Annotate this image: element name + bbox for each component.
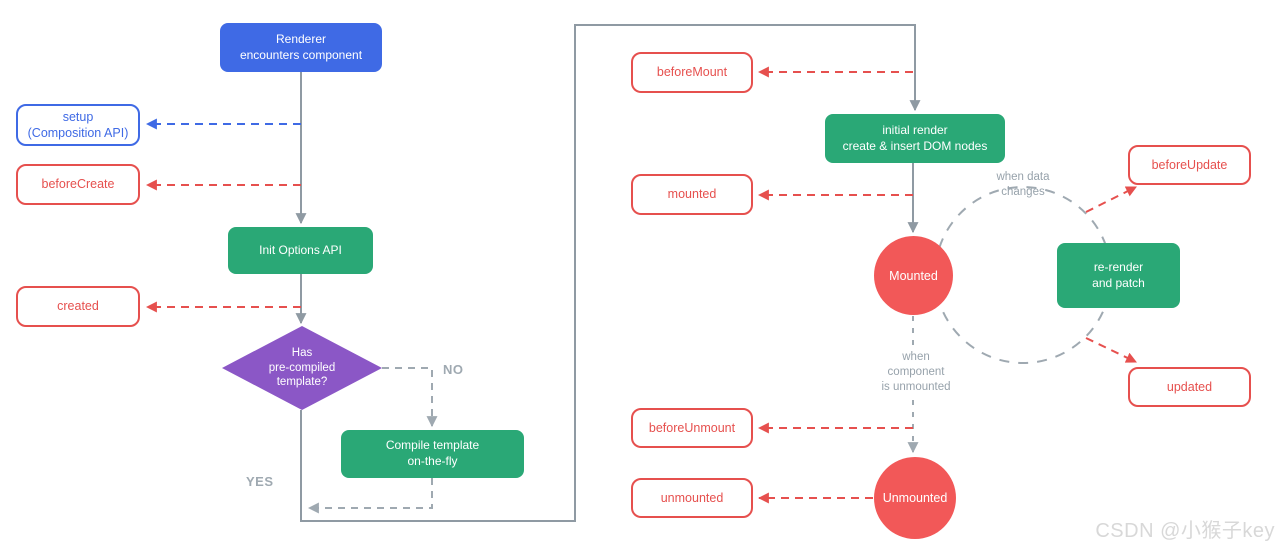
setup-label-line1: setup <box>62 109 94 124</box>
connector-yes-branch <box>307 478 433 514</box>
yes-branch-label: YES <box>246 474 274 489</box>
when-data-changes-note: when data changes <box>973 170 1073 200</box>
has-template-line1: Has <box>291 346 313 359</box>
unmounted-state-label: Unmounted <box>882 491 948 505</box>
unmounted-state-circle: Unmounted <box>874 457 956 539</box>
has-template-line3: template? <box>276 376 328 389</box>
compile-template-line2: on-the-fly <box>407 454 458 468</box>
before-mount-label: beforeMount <box>656 65 728 80</box>
initial-render-node: initial render create & insert DOM nodes <box>825 114 1005 163</box>
setup-label-line2: (Composition API) <box>27 126 129 140</box>
re-render-line2: and patch <box>1092 275 1145 290</box>
no-branch-label: NO <box>443 362 464 377</box>
renderer-label-line1: Renderer <box>275 31 327 46</box>
before-create-hook: beforeCreate <box>16 164 140 205</box>
setup-hook: setup (Composition API) <box>16 104 140 146</box>
before-update-hook: beforeUpdate <box>1128 145 1251 185</box>
init-options-node: Init Options API <box>228 227 373 274</box>
before-mount-hook: beforeMount <box>631 52 753 93</box>
arrow-updated-hook <box>1085 337 1137 363</box>
mounted-state-label: Mounted <box>889 268 938 283</box>
when-data-line1: when data <box>996 171 1050 183</box>
re-render-node: re-render and patch <box>1057 243 1180 308</box>
before-unmount-label: beforeUnmount <box>648 420 736 435</box>
created-hook: created <box>16 286 140 327</box>
unmounted-hook: unmounted <box>631 478 753 518</box>
re-render-line1: re-render <box>1093 259 1144 274</box>
when-unmounted-line1: when <box>902 351 930 363</box>
renderer-label-line2: encounters component <box>239 47 363 62</box>
mounted-hook: mounted <box>631 174 753 215</box>
has-template-line2: pre-compiled <box>268 361 336 374</box>
when-unmounted-line3: is unmounted <box>881 381 951 393</box>
before-update-label: beforeUpdate <box>1151 157 1228 172</box>
mounted-hook-label: mounted <box>667 187 717 202</box>
created-label: created <box>57 299 99 314</box>
initial-render-line1: initial render <box>882 122 948 137</box>
updated-label: updated <box>1166 379 1213 394</box>
arrow-before-update-hook <box>1085 186 1137 213</box>
when-data-line2: changes <box>1001 186 1045 198</box>
updated-hook: updated <box>1128 367 1251 407</box>
compile-template-line1: Compile template <box>385 438 480 453</box>
initial-render-line2: create & insert DOM nodes <box>842 138 988 153</box>
compile-template-node: Compile template on-the-fly <box>341 430 524 478</box>
before-unmount-hook: beforeUnmount <box>631 408 753 448</box>
unmounted-hook-label: unmounted <box>660 490 724 505</box>
connector-no-branch <box>382 367 438 428</box>
when-unmounted-line2: component <box>887 366 945 378</box>
before-create-label: beforeCreate <box>41 177 115 192</box>
when-unmounted-note: when component is unmounted <box>864 350 968 395</box>
connector-diamond-to-initial-render <box>300 24 921 522</box>
renderer-node: Renderer encounters component <box>220 23 382 72</box>
mounted-state-circle: Mounted <box>874 236 953 315</box>
watermark: CSDN @小猴子key <box>1095 520 1275 542</box>
init-options-label: Init Options API <box>259 242 342 257</box>
